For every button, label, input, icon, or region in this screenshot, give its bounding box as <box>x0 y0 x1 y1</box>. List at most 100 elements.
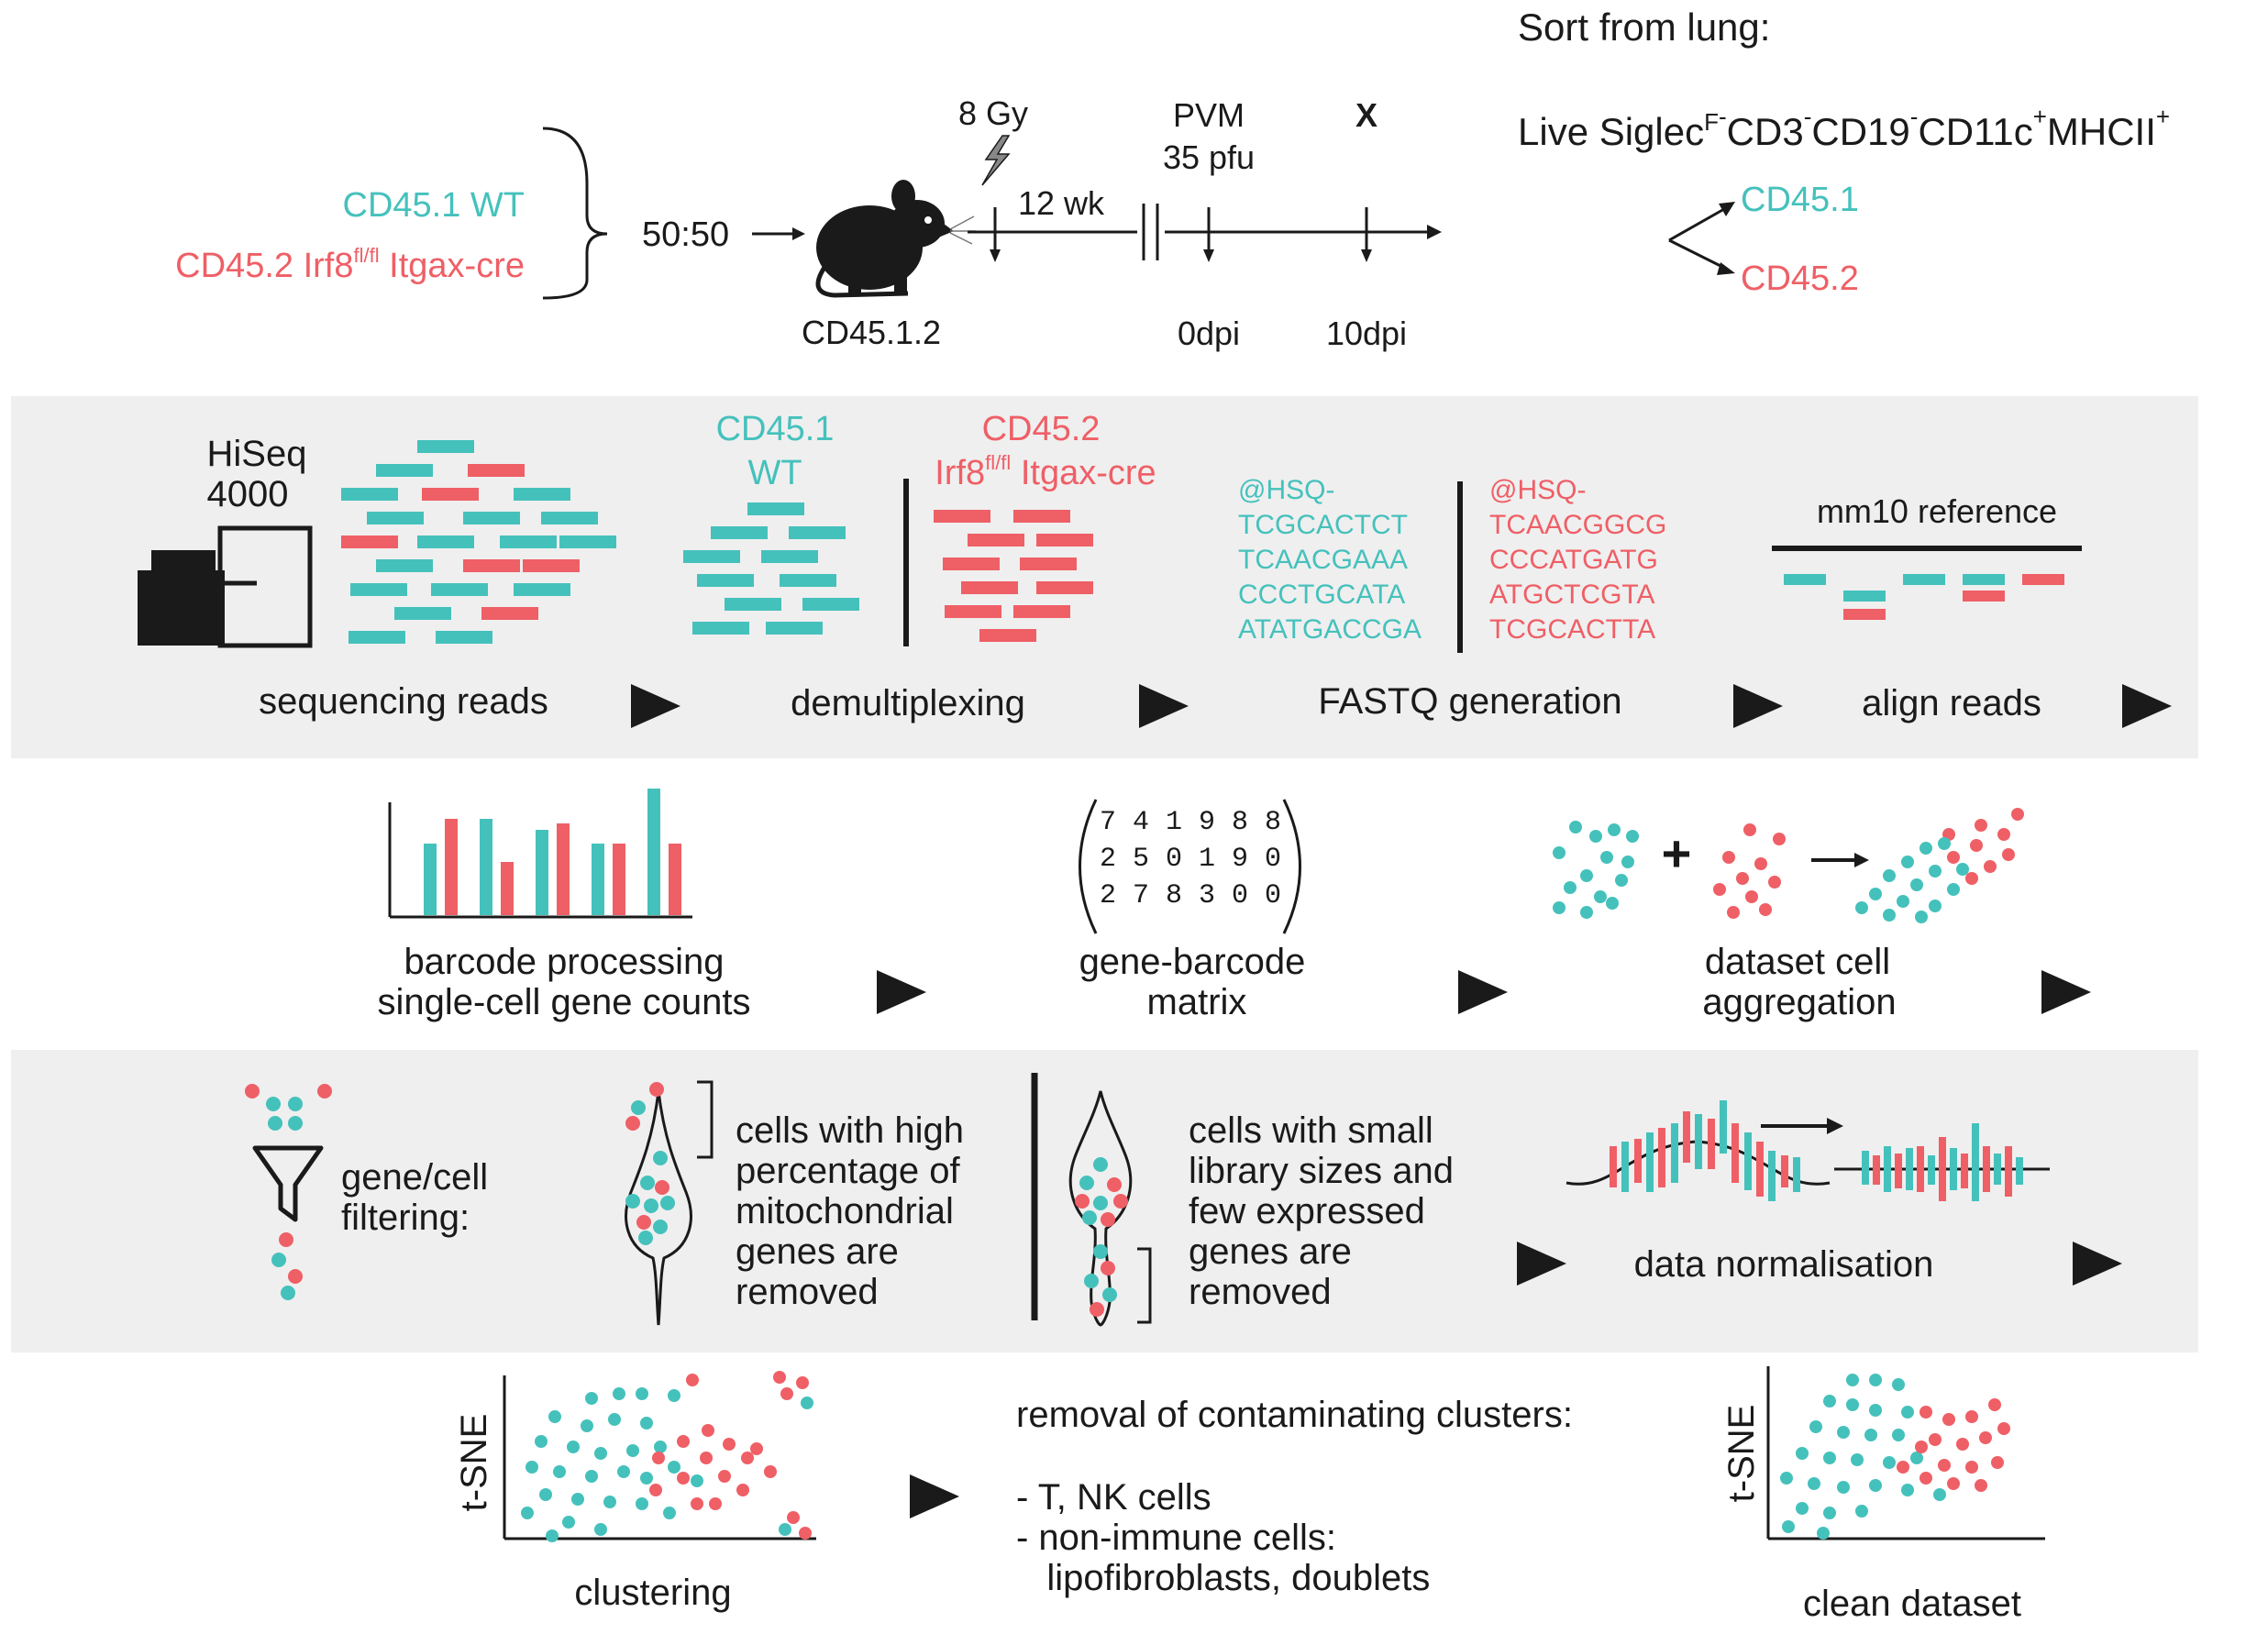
tsne-point <box>1817 1527 1830 1540</box>
cell-dot <box>1759 903 1772 916</box>
tsne-axis-label-2: t-SNE <box>1721 1405 1762 1503</box>
tsne-point <box>594 1447 607 1460</box>
sequencing-read <box>463 512 520 524</box>
cell-dot <box>1553 901 1565 914</box>
norm-bar <box>1756 1142 1764 1197</box>
cell-dot <box>245 1084 260 1099</box>
cell-dot <box>1082 1210 1097 1225</box>
norm-bar <box>1917 1146 1924 1192</box>
sequencing-read <box>422 488 479 501</box>
cell-dot <box>1897 895 1909 908</box>
aligned-read <box>1963 591 2005 602</box>
aggregation-arrow <box>1811 853 1869 867</box>
mito-text-1: cells with high <box>736 1110 964 1151</box>
tsne-point <box>521 1507 534 1519</box>
tsne-point <box>1942 1413 1955 1426</box>
norm-bar <box>1895 1154 1902 1188</box>
cell-dot <box>2011 808 2024 821</box>
norm-bar <box>1961 1154 1968 1188</box>
cell-dot <box>1965 872 1978 885</box>
cell-dot <box>1600 851 1613 864</box>
cell-dot <box>1869 888 1882 900</box>
cell-dot <box>1093 1157 1108 1172</box>
gene-barcode-matrix: 7 4 1 9 8 8 2 5 0 1 9 0 2 7 8 3 0 0 <box>1079 799 1301 934</box>
cell-dot <box>1075 1194 1090 1209</box>
cell-dot <box>653 1151 668 1165</box>
tsne-point <box>546 1529 559 1542</box>
tsne-point <box>1837 1426 1850 1439</box>
fastq-line: CCCTGCATA <box>1238 580 1405 610</box>
count-bar <box>647 789 660 915</box>
tsne-point <box>779 1523 791 1536</box>
cell-dot <box>1594 890 1607 903</box>
cell-dot <box>1745 890 1758 903</box>
experiment-design: Sort from lung: Live SiglecF-CD3-CD19-CD… <box>175 6 2170 352</box>
tsne-point <box>1965 1410 1978 1423</box>
cell-dot <box>640 1176 655 1190</box>
cell-dot <box>1970 839 1983 852</box>
tsne-point <box>1915 1441 1928 1453</box>
tsne-point <box>1823 1395 1836 1408</box>
aligned-read <box>1843 609 1886 620</box>
step-sequencing-reads: sequencing reads <box>259 681 548 722</box>
aligned-read <box>1843 591 1886 602</box>
normalisation-arrow <box>1761 1118 1843 1134</box>
tsne-point <box>1997 1422 2010 1435</box>
matrix-row-2: 2 5 0 1 9 0 <box>1100 844 1281 875</box>
norm-bar <box>1720 1100 1727 1154</box>
step-arrow-5 <box>877 970 926 1014</box>
tsne-point <box>677 1435 690 1448</box>
teal-read <box>780 574 836 587</box>
tsne-point <box>1796 1447 1809 1460</box>
demux-red-reads <box>934 510 1093 642</box>
tsne-point <box>691 1497 703 1510</box>
cell-dot <box>1773 833 1786 845</box>
cell-dot <box>625 1194 640 1209</box>
teal-read <box>766 622 823 635</box>
tsne-point <box>780 1387 793 1400</box>
matrix-row-3: 2 7 8 3 0 0 <box>1100 880 1281 911</box>
cell-dot <box>1090 1302 1104 1317</box>
cell-dot <box>1947 851 1960 864</box>
filtering-band: gene/cell filtering: cells with high per… <box>245 1073 2122 1327</box>
tsne-point <box>736 1484 749 1496</box>
tsne-clustering-points <box>521 1371 813 1542</box>
tsne-point <box>1938 1459 1951 1472</box>
tsne-point <box>1956 1438 1969 1451</box>
tsne-point <box>723 1438 736 1451</box>
tsne-point <box>700 1452 713 1464</box>
step-arrow-6 <box>1458 970 1508 1014</box>
cell-dot <box>288 1116 303 1131</box>
lib-text-1: cells with small <box>1189 1110 1433 1151</box>
fastq-teal-reads: @HSQ-TCGCACTCTTCAACGAAACCCTGCATAATATGACC… <box>1238 475 1422 645</box>
sequencing-read <box>463 559 520 572</box>
norm-bar <box>1634 1139 1642 1183</box>
matrix-label-2: matrix <box>1147 982 1247 1022</box>
tsne-point <box>649 1484 662 1496</box>
cell-dot <box>1768 876 1781 889</box>
cell-dot <box>1084 1274 1099 1288</box>
tsne-point <box>1892 1378 1905 1391</box>
cell-dot <box>636 1215 651 1230</box>
demux-cd452-label: CD45.2 <box>982 410 1101 448</box>
tsne-point <box>1796 1502 1809 1515</box>
step-arrow-10 <box>910 1474 959 1518</box>
tsne-point <box>636 1387 648 1400</box>
tsne-point <box>1883 1456 1896 1469</box>
norm-bar <box>1983 1146 1990 1192</box>
norm-bar <box>1873 1155 1880 1185</box>
cell-dot <box>1580 906 1593 919</box>
aggregation-red-cells <box>1713 823 1786 919</box>
cell-dot <box>317 1084 332 1099</box>
count-bar <box>536 830 548 915</box>
norm-bar <box>1683 1111 1690 1163</box>
tsne-point <box>691 1474 703 1487</box>
tsne-point <box>636 1497 648 1510</box>
cell-dot <box>625 1116 640 1131</box>
sequencing-read <box>481 607 538 620</box>
teal-read <box>711 526 768 539</box>
cell-dot <box>631 1100 646 1115</box>
tsne-point <box>603 1496 616 1508</box>
sequencing-band: HiSeq 4000 sequencing reads CD45.1 WT CD… <box>138 410 2172 728</box>
donor-brace <box>542 127 608 300</box>
